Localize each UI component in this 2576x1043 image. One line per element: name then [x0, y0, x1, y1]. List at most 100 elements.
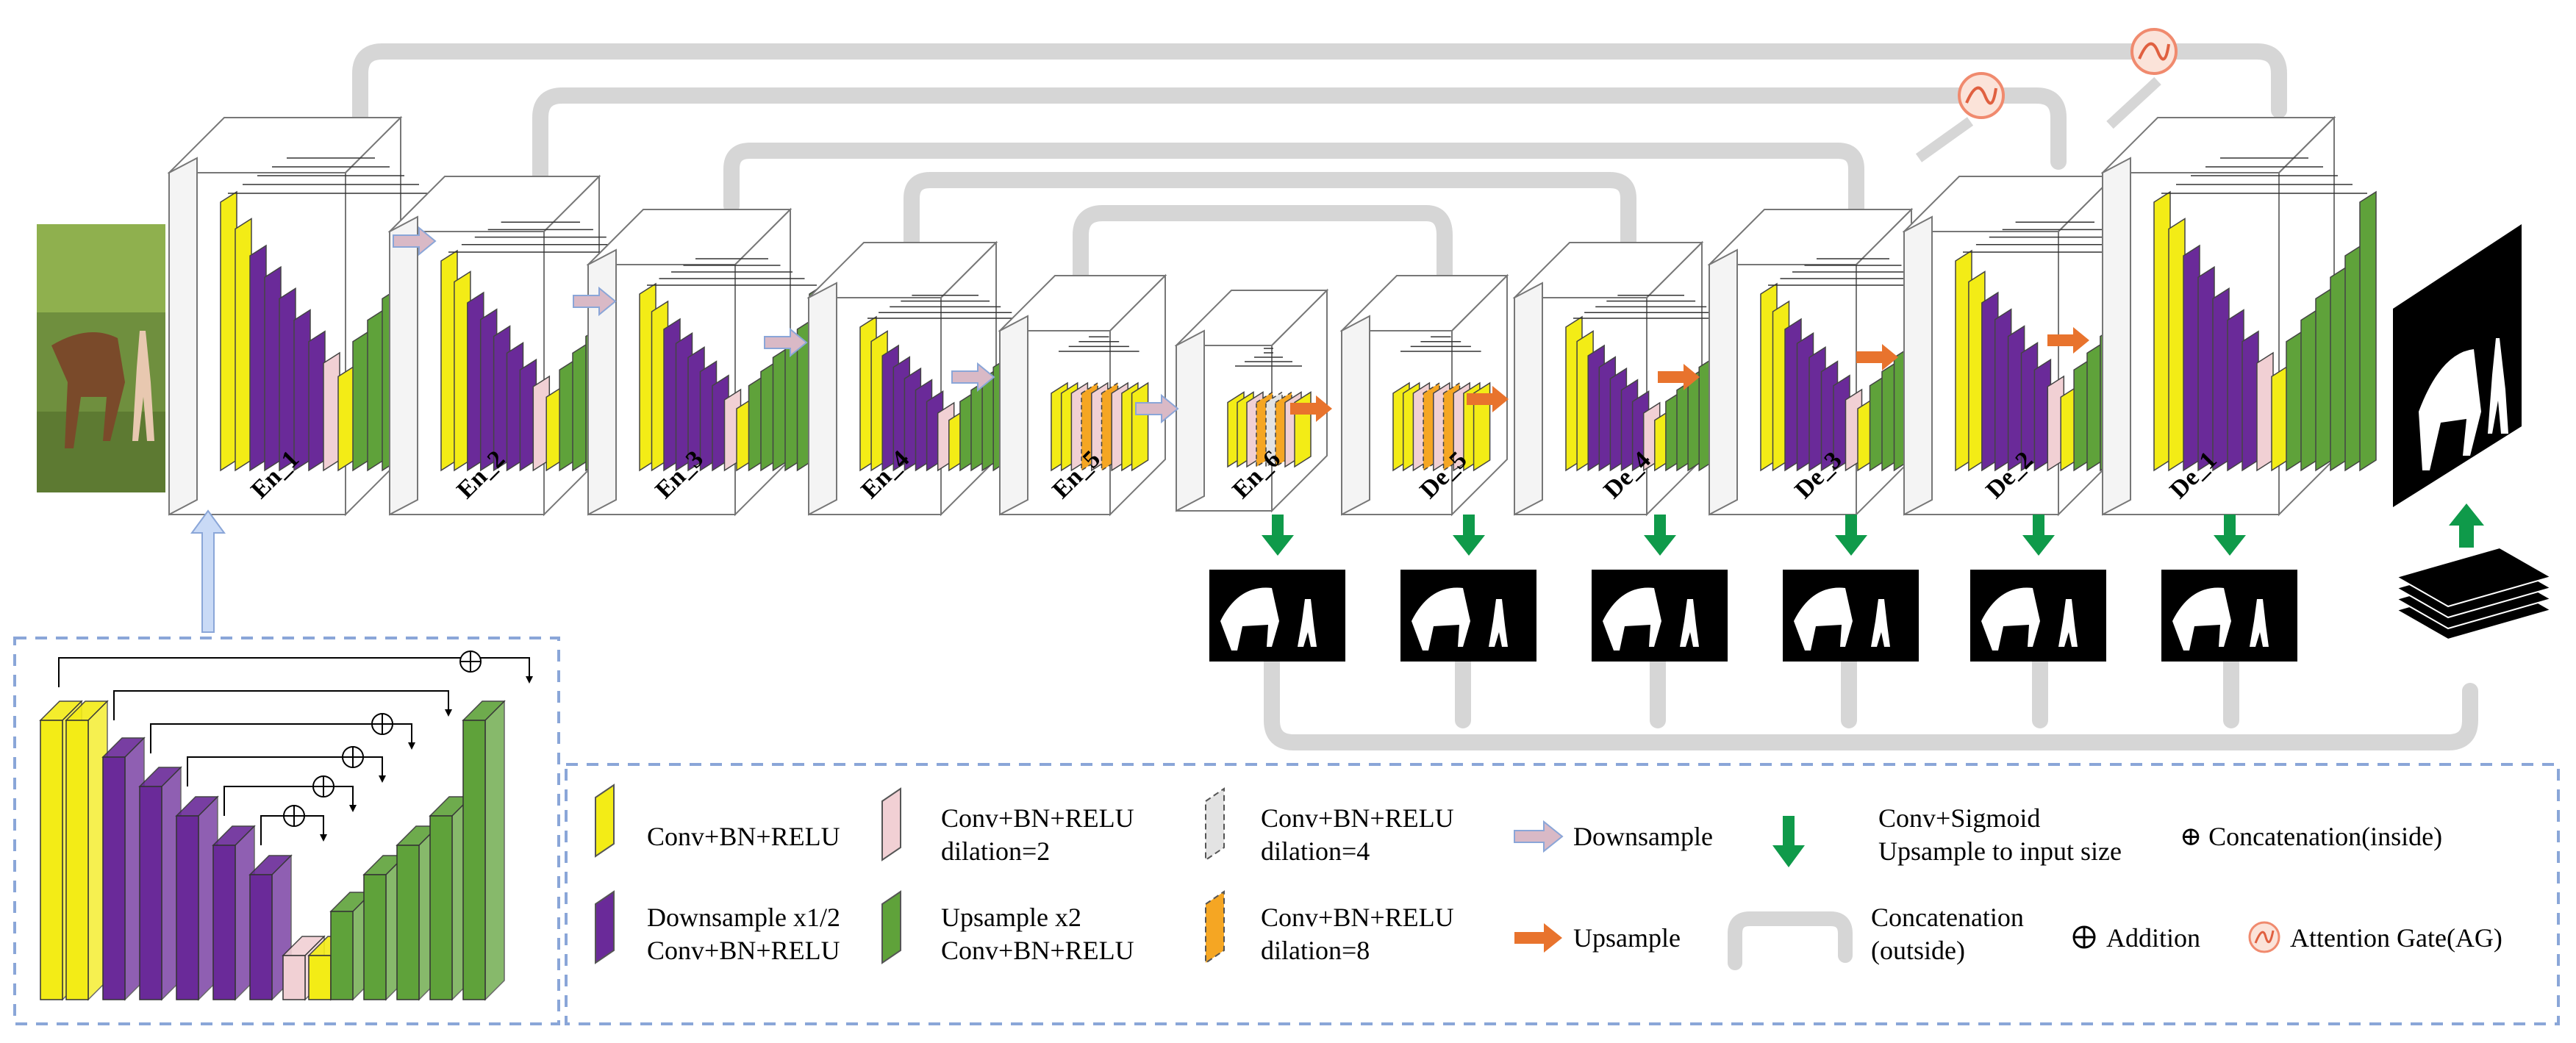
- stage-block: [998, 273, 1167, 517]
- svg-text:⊕ Concatenation(inside): ⊕ Concatenation(inside): [2180, 822, 2442, 851]
- upsample-arrow: [1856, 344, 1898, 370]
- detail-skip-line: [58, 657, 533, 687]
- upsample-arrow: [1658, 364, 1700, 390]
- conv-layer: [1131, 381, 1149, 472]
- conv-layer: [235, 218, 252, 472]
- conv-layer: [2197, 265, 2215, 472]
- attention-gate-1: [1915, 72, 2005, 162]
- conv-layer: [2344, 244, 2362, 472]
- svg-text:Concatenation: Concatenation: [1871, 903, 2024, 932]
- sigmoid-arrow: [1453, 515, 1485, 556]
- legend-item-dilation-8: Conv+BN+RELU dilation=8: [1205, 890, 1454, 965]
- sigmoid-arrow: [1644, 515, 1676, 556]
- legend-item-upsample-arrow: Upsample: [1514, 923, 1681, 953]
- detail-layer: [462, 700, 506, 1001]
- detail-skip-line: [150, 723, 415, 753]
- legend-item-downsample-arrow: Downsample: [1514, 820, 1713, 853]
- conv-layer: [2300, 309, 2318, 472]
- svg-text:Conv+Sigmoid: Conv+Sigmoid: [1878, 803, 2040, 833]
- svg-text:Upsample x2: Upsample x2: [941, 903, 1081, 932]
- legend-item-attention-gate: Attention Gate(AG): [2248, 921, 2502, 953]
- legend-item-downsample-conv: Downsample x1/2 Conv+BN+RELU: [595, 890, 840, 965]
- conv-layer: [352, 330, 370, 472]
- svg-text:Conv+BN+RELU: Conv+BN+RELU: [941, 936, 1134, 965]
- sigmoid-arrow: [1835, 515, 1867, 556]
- upsample-arrow: [1467, 386, 1509, 412]
- fused-output-stack: [2394, 503, 2553, 641]
- detail-layer: [65, 700, 109, 1001]
- sigmoid-arrow: [2214, 515, 2246, 556]
- conv-layer: [264, 265, 282, 472]
- conv-layer: [2183, 244, 2200, 472]
- downsample-arrow: [951, 362, 995, 393]
- detail-layer: [101, 736, 146, 1001]
- detail-layer: [175, 795, 219, 1001]
- conv-layer: [367, 309, 384, 472]
- concat-inside-icon: [371, 713, 393, 735]
- downsample-arrow: [573, 286, 617, 317]
- conv-layer: [2168, 218, 2186, 472]
- final-sigmoid-arrow: [2449, 503, 2484, 548]
- concat-inside-icon: [283, 805, 305, 827]
- sigmoid-arrow: [2022, 515, 2055, 556]
- legend-item-upsample: Upsample x2 Conv+BN+RELU: [881, 890, 1134, 965]
- upsample-arrow: [1290, 395, 1332, 422]
- detail-pointer-arrow: [190, 509, 226, 633]
- svg-text:Upsample: Upsample: [1573, 923, 1681, 953]
- legend-item-conv: Conv+BN+RELU: [595, 784, 840, 858]
- side-output-mask: [1783, 515, 1919, 662]
- downsample-arrow: [764, 327, 808, 358]
- svg-text:Attention Gate(AG): Attention Gate(AG): [2290, 923, 2502, 953]
- stage-block: [1174, 288, 1329, 513]
- svg-text:Upsample to input size: Upsample to input size: [1878, 836, 2122, 866]
- svg-text:Downsample x1/2: Downsample x1/2: [647, 903, 840, 932]
- concat-inside-icon: [459, 650, 482, 673]
- input-image: [37, 224, 165, 492]
- attention-gate-icon: [2248, 921, 2280, 953]
- downsample-arrow: [1135, 393, 1179, 424]
- legend: Conv+BN+RELU Downsample x1/2 Conv+BN+REL…: [565, 763, 2560, 1025]
- skip-connections: [352, 43, 2478, 750]
- stage-block: [586, 207, 826, 517]
- conv-layer: [2330, 265, 2347, 472]
- stage-block: [806, 240, 1033, 517]
- conv-layer: [2359, 190, 2377, 472]
- side-outputs: [1209, 515, 2297, 662]
- svg-text:Conv+BN+RELU: Conv+BN+RELU: [1261, 903, 1454, 932]
- concat-inside-icon: [342, 746, 364, 768]
- detail-skip-line: [187, 756, 386, 786]
- final-output: [2393, 224, 2522, 507]
- conv-layer: [249, 244, 267, 472]
- svg-text:Conv+BN+RELU: Conv+BN+RELU: [941, 803, 1134, 833]
- detail-layer: [212, 825, 256, 1001]
- stage-blocks: [167, 115, 2377, 517]
- downsample-arrow: [393, 226, 437, 257]
- detail-layer: [138, 766, 182, 1001]
- conv-layer: [293, 309, 311, 472]
- upsample-arrow: [2047, 327, 2089, 354]
- concat-inside-icon: [312, 775, 334, 798]
- side-output-mask: [1970, 515, 2106, 662]
- conv-layer: [2271, 365, 2289, 472]
- conv-layer: [2212, 287, 2230, 472]
- svg-text:Conv+BN+RELU: Conv+BN+RELU: [647, 822, 840, 851]
- stage-block: [2100, 115, 2377, 517]
- svg-text:dilation=4: dilation=4: [1261, 836, 1370, 866]
- legend-item-addition: Addition: [2072, 923, 2200, 953]
- detail-skip-line: [113, 690, 452, 720]
- stage-arrows: [393, 226, 2089, 424]
- rsu-detail-blocks: [39, 650, 533, 1001]
- svg-text:(outside): (outside): [1871, 936, 1965, 965]
- conv-layer: [279, 287, 296, 472]
- svg-text:dilation=8: dilation=8: [1261, 936, 1370, 965]
- detail-skip-line: [223, 786, 357, 816]
- legend-item-dilation-4: Conv+BN+RELU dilation=4: [1205, 787, 1454, 866]
- conv-layer: [2256, 351, 2274, 472]
- conv-layer: [337, 365, 355, 472]
- stage-block: [1707, 207, 1947, 517]
- legend-item-concat-outside: Concatenation (outside): [1728, 903, 2024, 970]
- conv-layer: [2153, 190, 2171, 472]
- attention-gate-2: [2106, 28, 2178, 129]
